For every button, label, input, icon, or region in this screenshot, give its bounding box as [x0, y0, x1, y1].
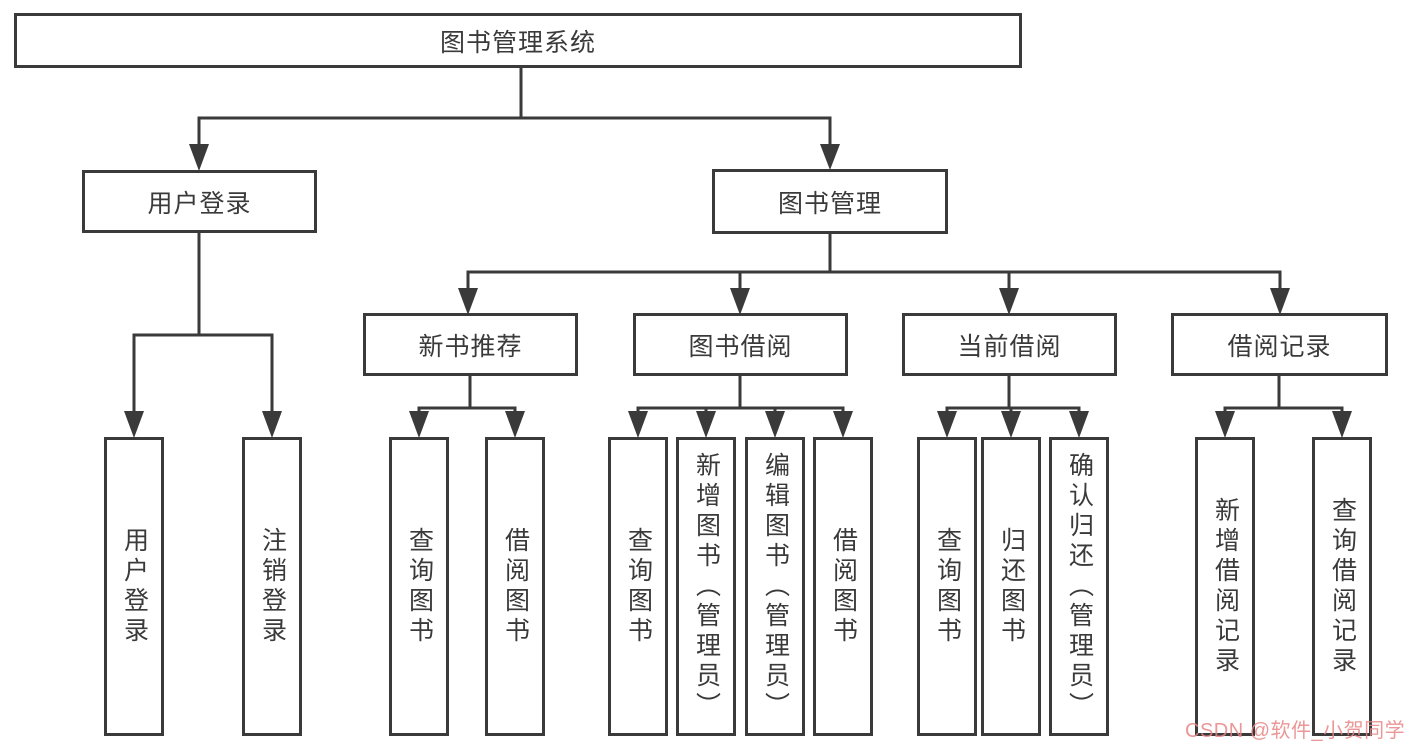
leaf-borrow-books: 借阅图书 [813, 437, 873, 736]
leaf-add-books-admin: 新增图书（管理员） [676, 437, 736, 736]
leaf-query-books-current: 查询图书 [917, 437, 977, 736]
node-label: 借阅图书 [501, 526, 530, 647]
leaf-logout: 注销登录 [242, 437, 302, 736]
node-label: 查询图书 [405, 526, 434, 647]
node-new-book-recommendation: 新书推荐 [363, 313, 578, 376]
node-label: 编辑图书（管理员） [761, 451, 790, 722]
node-label: 当前借阅 [957, 332, 1062, 361]
node-label: 新增借阅记录 [1211, 496, 1240, 677]
node-current-borrowing: 当前借阅 [902, 313, 1117, 376]
connector-current-borrow-to-leaves [937, 374, 1089, 438]
connector-new-book-to-leaves [409, 374, 525, 438]
node-label: 图书管理 [777, 189, 882, 218]
node-book-management: 图书管理 [712, 169, 948, 234]
node-label: 查询图书 [624, 526, 653, 647]
node-label: 图书管理系统 [439, 28, 596, 57]
node-label: 借阅图书 [829, 526, 858, 647]
leaf-add-borrow-record: 新增借阅记录 [1195, 437, 1255, 736]
node-label: 用户登录 [120, 526, 149, 647]
connector-borrow-records-to-leaves [1215, 374, 1352, 438]
leaf-user-login: 用户登录 [104, 437, 164, 736]
csdn-watermark: CSDN @软件_小贺同学 [1185, 720, 1405, 742]
node-label: 借阅记录 [1227, 332, 1332, 361]
node-label: 归还图书 [997, 526, 1026, 647]
leaf-query-books-recommend: 查询图书 [389, 437, 449, 736]
node-library-management-system: 图书管理系统 [14, 13, 1022, 68]
leaf-return-books: 归还图书 [981, 437, 1041, 736]
connector-book-borrow-to-leaves [628, 374, 853, 438]
leaf-query-books-borrow: 查询图书 [608, 437, 668, 736]
node-label: 新书推荐 [418, 332, 523, 361]
leaf-confirm-return-admin: 确认归还（管理员） [1049, 437, 1109, 736]
connector-user-login-to-leaves [124, 231, 282, 438]
leaf-borrow-books-recommend: 借阅图书 [485, 437, 545, 736]
node-label: 图书借阅 [688, 332, 793, 361]
node-label: 用户登录 [147, 189, 252, 218]
node-label: 新增图书（管理员） [692, 451, 721, 722]
connector-root-to-level2 [189, 66, 840, 171]
node-label: 注销登录 [258, 526, 287, 647]
node-label: 查询借阅记录 [1328, 496, 1357, 677]
node-borrowing-records: 借阅记录 [1171, 313, 1388, 376]
node-label: 查询图书 [933, 526, 962, 647]
connector-book-mgmt-to-level3 [458, 232, 1290, 315]
node-label: 确认归还（管理员） [1065, 451, 1094, 722]
node-user-login: 用户登录 [82, 170, 317, 233]
node-book-borrowing: 图书借阅 [633, 313, 848, 376]
leaf-query-borrow-record: 查询借阅记录 [1312, 437, 1372, 736]
leaf-edit-books-admin: 编辑图书（管理员） [745, 437, 805, 736]
